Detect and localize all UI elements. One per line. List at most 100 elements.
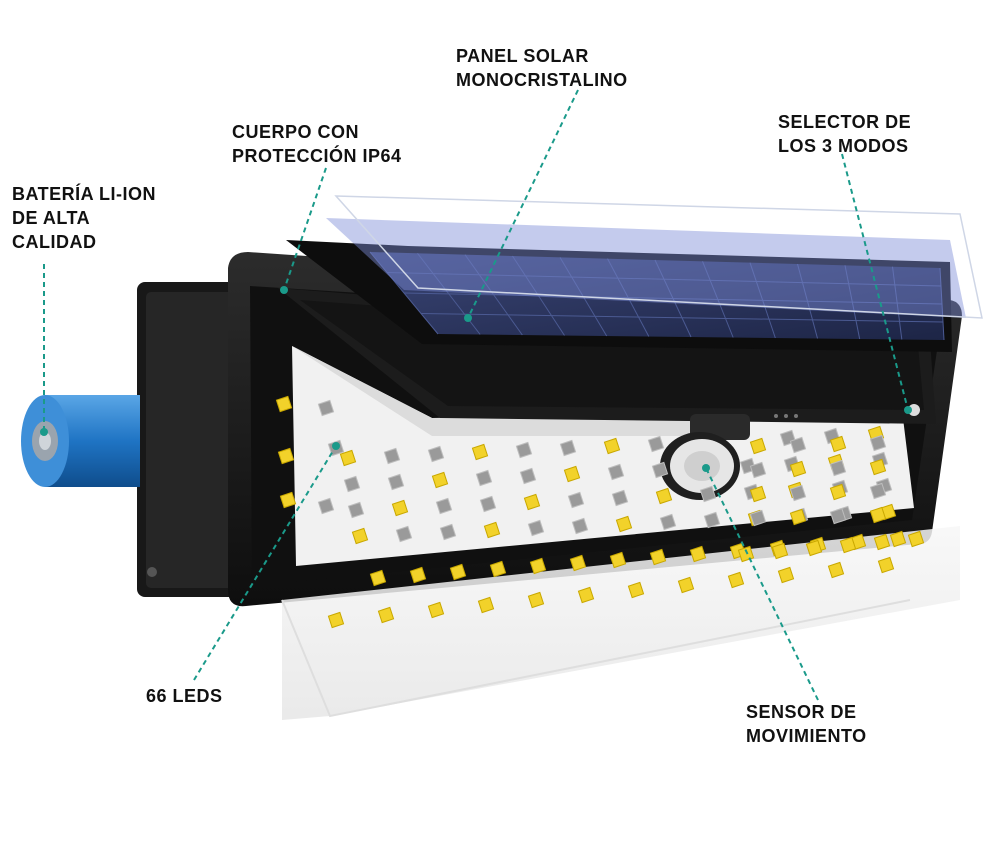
led-chip: [869, 458, 887, 476]
battery-label-line-3: CALIDAD: [12, 232, 97, 252]
led-chip: [483, 521, 501, 539]
led-chip: [627, 581, 645, 599]
led-chip: [877, 556, 895, 574]
led-chip: [479, 495, 497, 513]
leader-selector: [841, 153, 909, 411]
led-chip: [829, 459, 847, 477]
battery-label-line-1: BATERÍA LI-ION: [12, 184, 156, 204]
led-chip: [689, 545, 707, 563]
battery-label: BATERÍA LI-ION DE ALTA CALIDAD: [12, 182, 156, 254]
led-chip: [611, 489, 629, 507]
led-chip: [827, 561, 845, 579]
leader-body: [283, 167, 327, 291]
leds-label-line-1: 66 LEDS: [146, 686, 223, 706]
led-chip: [869, 506, 887, 524]
led-chip: [409, 566, 427, 584]
led-chip: [869, 434, 887, 452]
led-chip: [515, 441, 533, 459]
led-chip: [655, 487, 673, 505]
led-chip: [869, 482, 887, 500]
led-chip: [699, 485, 717, 503]
led-chip: [777, 566, 795, 584]
motion-sensor-label-line-1: SENSOR DE: [746, 702, 857, 722]
solar-cell-divider: [420, 313, 944, 323]
body-label-line-2: PROTECCIÓN IP64: [232, 146, 402, 166]
led-chip: [471, 443, 489, 461]
led-chip: [603, 437, 621, 455]
led-chip: [649, 548, 667, 566]
leds-label: 66 LEDS: [146, 684, 223, 708]
solar-cell-divider: [386, 272, 942, 287]
led-chip: [659, 513, 677, 531]
solar-panel-label-line-1: PANEL SOLAR: [456, 46, 589, 66]
pir-sensor: [660, 404, 920, 500]
solar-panel: [286, 195, 983, 352]
led-chip: [489, 560, 507, 578]
led-chip: [347, 501, 365, 519]
leader-leds: [193, 445, 337, 681]
led-chip: [387, 473, 405, 491]
mode-selector-label-line-1: SELECTOR DE: [778, 112, 912, 132]
led-chip: [377, 606, 395, 624]
led-chip: [829, 507, 847, 525]
leader-dots: [40, 286, 912, 472]
led-chip: [277, 447, 295, 465]
body-label: CUERPO CON PROTECCIÓN IP64: [232, 120, 402, 168]
led-chip: [559, 439, 577, 457]
led-chip: [351, 527, 369, 545]
led-chip: [651, 461, 669, 479]
led-chip: [563, 465, 581, 483]
led-chip: [703, 511, 721, 529]
led-chip: [567, 491, 585, 509]
led-chip: [317, 497, 335, 515]
led-chip: [369, 569, 387, 587]
led-chips: [275, 395, 925, 629]
led-chip: [327, 611, 345, 629]
led-chip: [609, 551, 627, 569]
led-chip: [279, 491, 297, 509]
led-chip: [427, 445, 445, 463]
led-chip: [475, 469, 493, 487]
led-chip: [789, 436, 807, 454]
led-chip: [607, 463, 625, 481]
led-chip: [477, 596, 495, 614]
led-chip: [771, 542, 789, 560]
led-chip: [449, 563, 467, 581]
led-chip: [431, 471, 449, 489]
led-chip: [527, 591, 545, 609]
led-chip: [789, 460, 807, 478]
motion-sensor-label-line-2: MOVIMIENTO: [746, 726, 867, 746]
led-chip: [339, 449, 357, 467]
led-chip: [805, 539, 823, 557]
led-chip: [873, 533, 891, 551]
led-chip: [749, 485, 767, 503]
led-chip: [789, 508, 807, 526]
led-chip: [383, 447, 401, 465]
led-chip: [829, 483, 847, 501]
led-chip: [839, 536, 857, 554]
led-chip: [519, 467, 537, 485]
led-chip: [527, 519, 545, 537]
led-chip: [789, 484, 807, 502]
led-chip: [343, 475, 361, 493]
led-chip: [907, 530, 925, 548]
leader-lines: [43, 89, 909, 701]
back-plate: [137, 282, 249, 597]
led-chip: [435, 497, 453, 515]
led-chip: [317, 399, 335, 417]
led-chip: [395, 525, 413, 543]
led-chip: [571, 517, 589, 535]
mode-selector-label: SELECTOR DE LOS 3 MODOS: [778, 110, 911, 158]
led-chip: [749, 461, 767, 479]
led-chip: [391, 499, 409, 517]
led-chip: [727, 571, 745, 589]
led-chip: [275, 395, 293, 413]
led-chip: [577, 586, 595, 604]
led-chip: [529, 557, 547, 575]
leader-sensor: [705, 467, 819, 701]
led-chip: [427, 601, 445, 619]
body-label-line-1: CUERPO CON: [232, 122, 360, 142]
li-ion-battery: [21, 395, 140, 487]
led-chip: [439, 523, 457, 541]
